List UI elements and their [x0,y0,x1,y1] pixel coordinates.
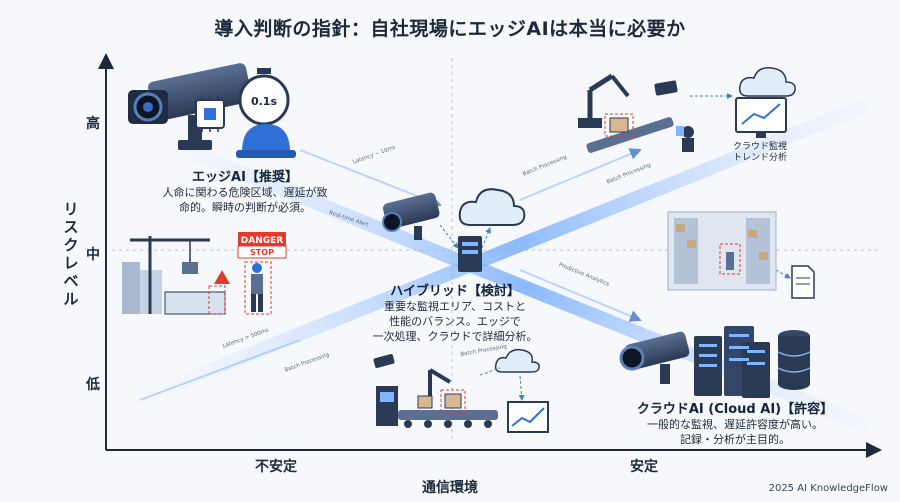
cloud-ai-title: クラウドAI (Cloud AI)【許容】 [636,402,834,417]
hardhat-icon [236,124,296,158]
edge-camera-icon [128,63,252,150]
cloud-monitor-caption: クラウド監視 トレンド分析 [720,142,800,164]
cloud-camera-icon [619,331,690,384]
warehouse-illustration [667,211,815,299]
y-tick-low: 低 [86,377,100,393]
y-tick-mid: 中 [86,247,100,263]
construction-scene-illustration: DANGER STOP [122,232,287,315]
cloud-ai-desc-line1: 一般的な監視、遅延許容度が高い。 [647,418,823,431]
hybrid-desc-line1: 重要な監視エリア、コストと [384,300,526,313]
hybrid-quadrant: ハイブリッド【検討】 重要な監視エリア、コストと 性能のバランス。エッジで 一次… [355,280,555,344]
cloud-monitor-label-2: トレンド分析 [732,153,787,163]
y-tick-high: 高 [86,116,100,132]
database-icon [777,330,811,390]
stopwatch-icon: 0.1s [238,68,290,126]
factory-line-illustration [373,348,549,433]
hybrid-title: ハイブリッド【検討】 [390,284,520,299]
cloud-monitor-icon [735,66,796,138]
chip-icon [195,96,225,132]
edge-ai-desc-line1: 人命に関わる危険区域、遅延が致 [162,186,328,199]
danger-sign: DANGER [241,236,284,246]
server-icon [458,236,482,272]
edge-ai-desc-line2: 命的。瞬時の判断が必須。 [179,201,311,214]
x-tick-left: 不安定 [255,459,297,475]
hybrid-desc-line2: 性能のバランス。エッジで [389,315,521,328]
edge-ai-quadrant: エッジAI【推奨】 人命に関わる危険区域、遅延が致 命的。瞬時の判断が必須。 [140,166,350,215]
x-tick-right: 安定 [630,459,658,475]
cloud-ai-desc-line2: 記録・分析が主目的。 [680,433,790,446]
x-axis-label: 通信環境 [422,480,478,496]
robot-arm-illustration [578,73,694,153]
y-axis-label: リスクレベル [63,200,79,308]
stop-sign: STOP [250,248,274,257]
cloud-icon [458,188,526,226]
page-title: 導入判断の指針：自社現場にエッジAIは本当に必要か [214,18,686,40]
cloud-ai-quadrant: クラウドAI (Cloud AI)【許容】 一般的な監視、遅延許容度が高い。 記… [610,398,860,447]
credit: 2025 AI KnowledgeFlow [768,483,888,494]
stopwatch-label: 0.1s [251,95,277,108]
cloud-monitor-label-1: クラウド監視 [732,142,787,152]
edge-ai-title: エッジAI【推奨】 [192,170,298,185]
hybrid-desc-line3: 一次処理、クラウドで詳細分析。 [372,330,538,343]
server-rack-icon [694,326,770,398]
hybrid-camera-icon [382,192,440,240]
